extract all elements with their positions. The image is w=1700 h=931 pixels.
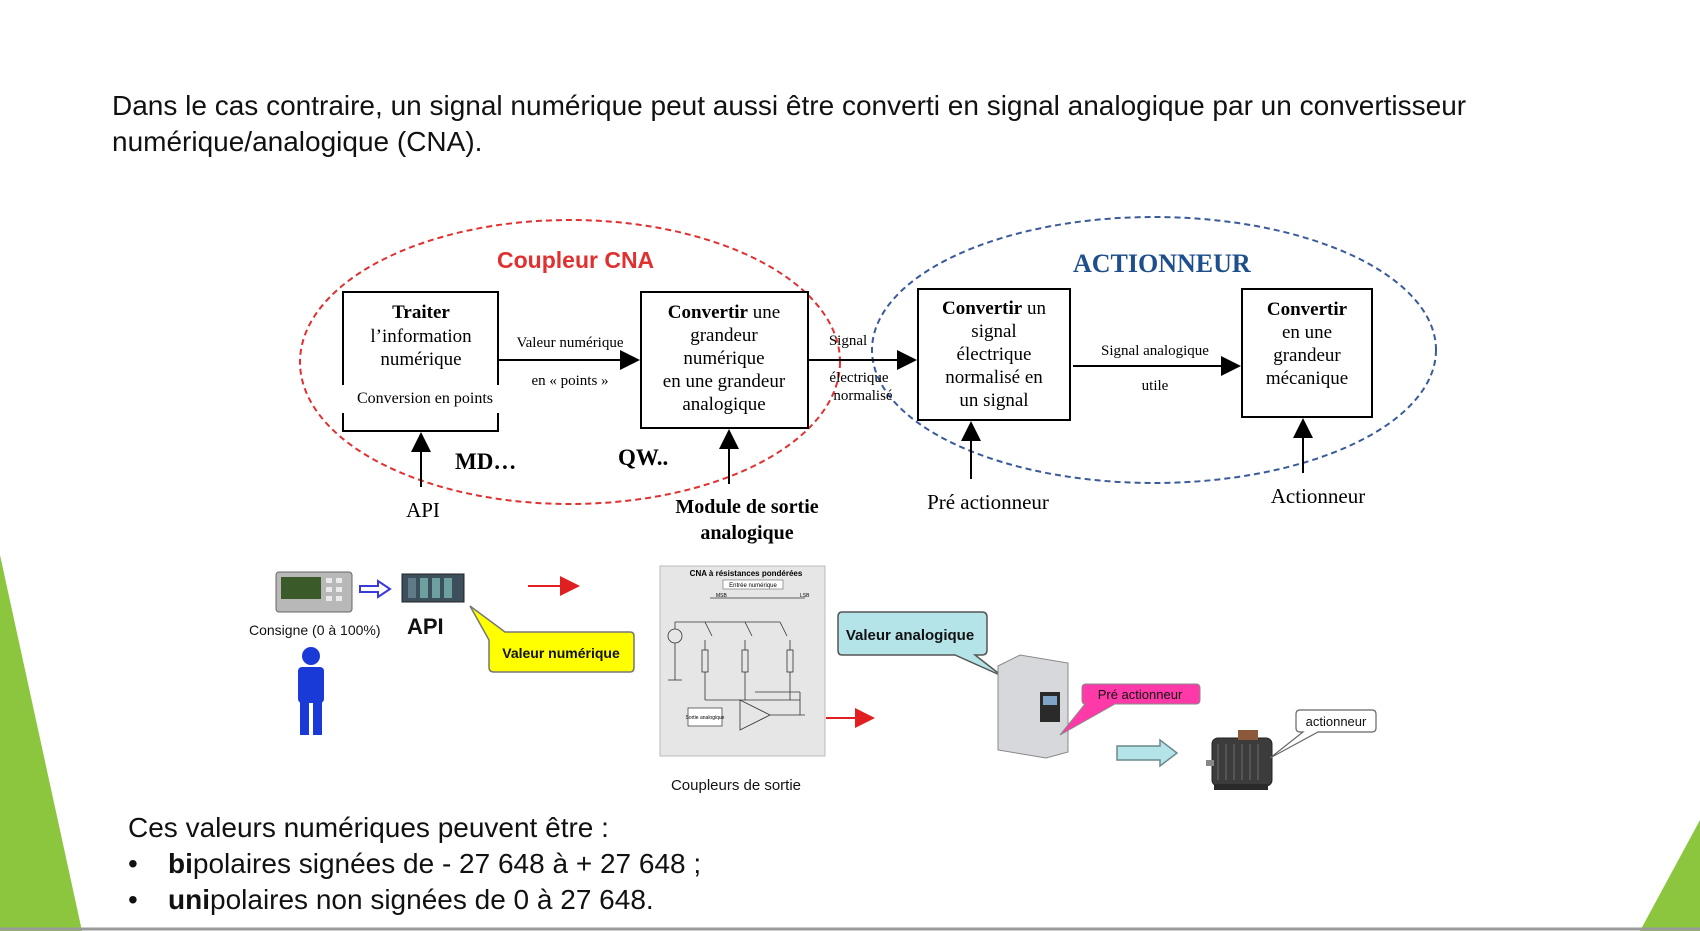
cyan-arrow-icon xyxy=(1116,738,1179,768)
arrow3-bottom: utile xyxy=(1142,378,1169,394)
valeur-numerique-text: Valeur numérique xyxy=(502,645,620,661)
api-label: API xyxy=(406,498,440,522)
hollow-arrow-icon xyxy=(359,579,392,599)
valeur-analogique-bubble xyxy=(837,611,1003,677)
bottom-intro: Ces valeurs numériques peuvent être : xyxy=(128,812,609,843)
coupleurs-label: Coupleurs de sortie xyxy=(671,777,801,794)
bullet-dot-2: • xyxy=(128,884,138,915)
person-icon xyxy=(298,647,324,735)
box2-title: Convertir une xyxy=(668,302,780,323)
box2-l5: analogique xyxy=(682,394,765,415)
arrow1-bottom: en « points » xyxy=(531,373,608,389)
box4-l4: mécanique xyxy=(1266,368,1348,389)
box-convertir-cna: Convertir une grandeur numérique en une … xyxy=(640,291,809,429)
consigne-label: Consigne (0 à 100%) xyxy=(249,622,381,638)
box2-l3: numérique xyxy=(683,348,764,369)
drive-icon xyxy=(997,654,1069,759)
bullet-bipolar: • bipolaires signées de - 27 648 à + 27 … xyxy=(128,846,701,882)
box4-frame xyxy=(1241,288,1373,418)
box-traiter-title: Traiter xyxy=(392,302,450,323)
pre-actionneur-text: Pré actionneur xyxy=(1098,687,1183,702)
green-triangle-right xyxy=(1640,820,1700,931)
cna-sortie: Sortie analogique xyxy=(686,715,725,721)
box3-l3: électrique xyxy=(957,344,1032,365)
pre-act-label: Pré actionneur xyxy=(927,490,1049,514)
box3-frame xyxy=(917,288,1071,421)
box3-l5: un signal xyxy=(959,390,1028,411)
arrow2-l3: normalisé xyxy=(833,388,892,404)
box3-l2: signal xyxy=(971,321,1016,342)
bullet-dot-1: • xyxy=(128,848,138,879)
bullet-unipolar-rest: polaires non signées de 0 à 27 648. xyxy=(210,884,654,915)
bullet-bipolar-bold: bi xyxy=(168,848,193,879)
box-traiter-l4: Conversion en points xyxy=(357,390,493,407)
md-label: MD… xyxy=(455,449,516,474)
arrow1-top: Valeur numérique xyxy=(516,335,623,351)
box-traiter: Traiter l’information numérique Conversi… xyxy=(342,291,499,432)
valeur-numerique-bubble xyxy=(469,605,635,673)
bottom-text: Ces valeurs numériques peuvent être : • … xyxy=(128,810,701,918)
coupleur-title: Coupleur CNA xyxy=(497,247,654,273)
actionneur-text: actionneur xyxy=(1306,714,1367,729)
pre-actionneur-bubble xyxy=(1059,683,1201,736)
box4-title: Convertir xyxy=(1267,299,1348,320)
cna-title: CNA à résistances pondérées xyxy=(690,569,803,578)
actionneur-bubble xyxy=(1269,709,1377,759)
box-convertir-signal: Convertir un signal électrique normalisé… xyxy=(917,288,1071,421)
box3-l4: normalisé en xyxy=(945,367,1043,388)
box4-l2: en une xyxy=(1282,322,1332,343)
box2-l4: en une grandeur xyxy=(663,371,786,392)
actionneur-ellipse xyxy=(871,216,1437,484)
box-convertir-mecanique: Convertir en une grandeur mécanique xyxy=(1241,288,1373,418)
box4-l3: grandeur xyxy=(1273,345,1341,366)
actionneur-title: ACTIONNEUR xyxy=(1073,249,1251,278)
plc-rack-icon xyxy=(401,573,465,603)
arrow3-top: Signal analogique xyxy=(1101,343,1209,359)
intro-text: Dans le cas contraire, un signal numériq… xyxy=(112,90,1467,157)
bullet-bipolar-rest: polaires signées de - 27 648 à + 27 648 … xyxy=(192,848,702,879)
bullet-unipolar-bold: uni xyxy=(168,884,210,915)
box3-title: Convertir un xyxy=(942,298,1046,319)
cna-entree: Entrée numérique xyxy=(729,583,777,589)
box-traiter-l2: l’information xyxy=(370,326,472,347)
act-label: Actionneur xyxy=(1271,484,1365,508)
arrow2-l1: Signal xyxy=(829,333,867,349)
box-traiter-l3: numérique xyxy=(380,349,461,370)
box-traiter-frame xyxy=(342,291,499,385)
bullet-unipolar: • unipolaires non signées de 0 à 27 648. xyxy=(128,882,701,918)
green-triangle-left xyxy=(0,555,82,931)
module-label-1: Module de sortie xyxy=(675,496,818,518)
api-illustration-label: API xyxy=(407,614,444,639)
module-label-2: analogique xyxy=(700,522,793,544)
cna-schematic: CNA à résistances pondérées Entrée numér… xyxy=(659,565,826,757)
cna-msb: MSB xyxy=(716,593,728,599)
box2-l2: grandeur xyxy=(690,325,758,346)
consigne-device-icon xyxy=(275,571,353,613)
box-traiter-frame-bottom xyxy=(342,413,499,432)
motor-icon xyxy=(1206,730,1273,790)
qw-label: QW.. xyxy=(618,445,668,470)
arrow2-l2: électrique xyxy=(829,370,888,386)
coupleur-ellipse xyxy=(299,219,841,505)
cna-lsb: LSB xyxy=(800,593,810,599)
box-convertir-cna-frame xyxy=(640,291,809,429)
valeur-analogique-text: Valeur analogique xyxy=(846,627,974,644)
